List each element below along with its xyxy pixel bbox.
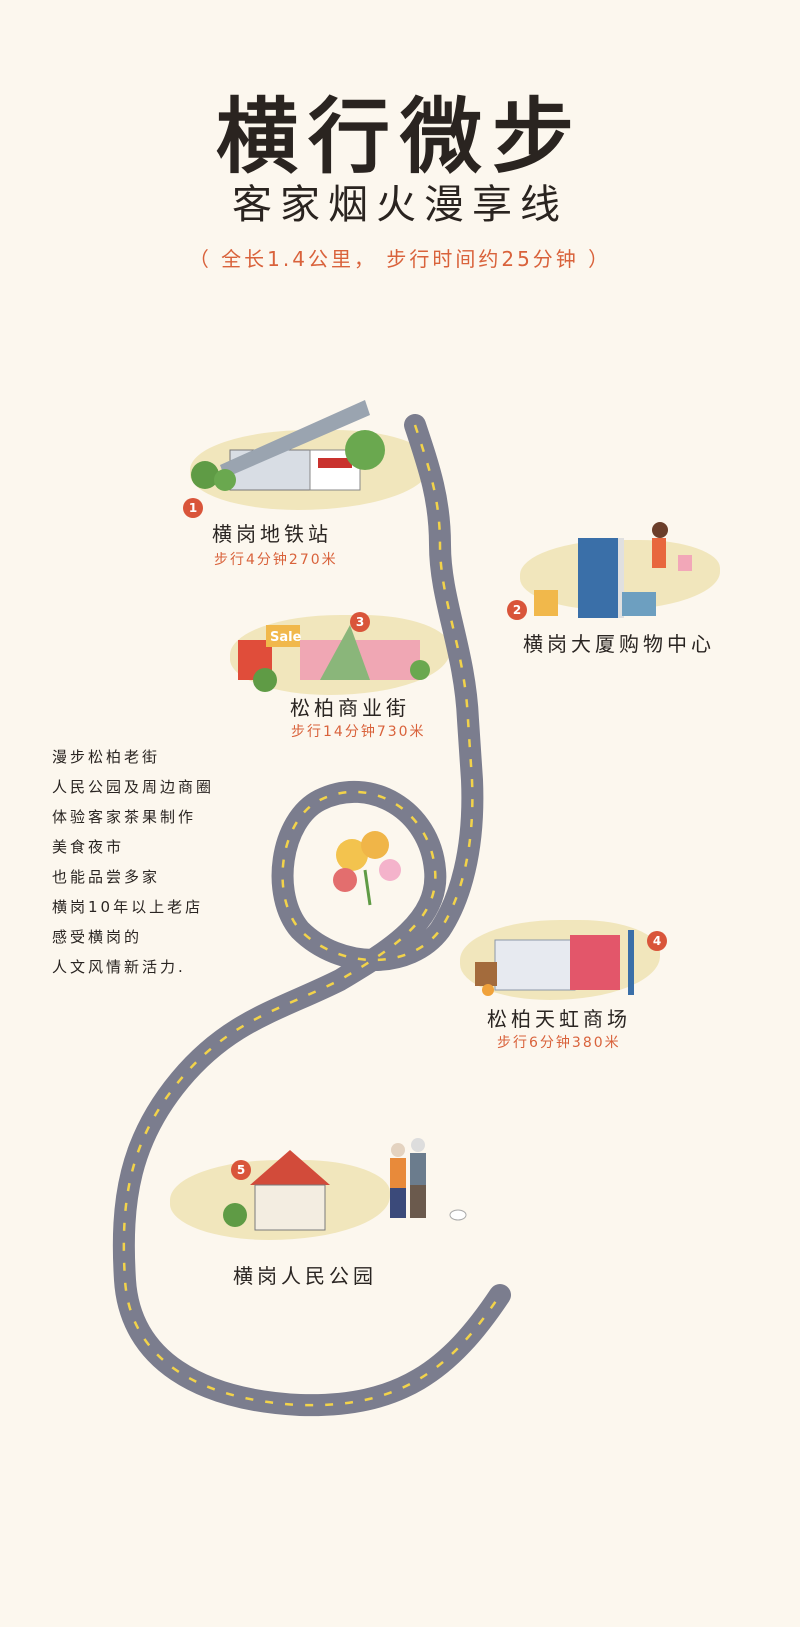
- description-line: 漫步松柏老街: [52, 748, 161, 766]
- route-info: （ 全长1.4公里， 步行时间约25分钟 ）: [188, 247, 612, 271]
- stop-name-plaza[interactable]: 横岗大厦购物中心: [523, 632, 715, 656]
- poster-title: 横行微步: [215, 90, 584, 185]
- description-line: 人文风情新活力.: [52, 958, 186, 976]
- description-line: 横岗10年以上老店: [52, 898, 204, 916]
- road-dashes: [122, 424, 502, 1407]
- stop-name-street[interactable]: 松柏商业街: [290, 696, 410, 720]
- description-line: 感受横岗的: [52, 928, 143, 946]
- stop-badge-4: 4: [647, 931, 667, 951]
- commercial-street-illustration: Sale: [238, 625, 430, 692]
- shopping-tower-illustration: [534, 522, 692, 618]
- flower-illustration: [333, 831, 401, 906]
- description-line: 也能品尝多家: [52, 868, 161, 886]
- park-illustration: [223, 1138, 467, 1231]
- stop-name-mall[interactable]: 松柏天虹商场: [487, 1007, 631, 1031]
- stop-name-park[interactable]: 横岗人民公园: [233, 1264, 377, 1288]
- walk-info-1: 步行4分钟270米: [214, 552, 338, 568]
- description-line: 体验客家茶果制作: [52, 808, 197, 826]
- walk-info-4: 步行6分钟380米: [497, 1035, 621, 1051]
- stop-name-metro[interactable]: 横岗地铁站: [212, 522, 332, 546]
- stop-badge-1: 1: [183, 498, 203, 518]
- stop-badge-2: 2: [507, 600, 527, 620]
- metro-station-illustration: [191, 400, 385, 491]
- description-line: 人民公园及周边商圈: [52, 778, 215, 796]
- mall-illustration: [475, 930, 634, 996]
- sale-sign: Sale: [270, 630, 302, 645]
- stop-badge-5: 5: [231, 1160, 251, 1180]
- poster-subtitle: 客家烟火漫享线: [232, 182, 568, 228]
- description-line: 美食夜市: [52, 838, 125, 856]
- route-description: 漫步松柏老街 人民公园及周边商圈 体验客家茶果制作 美食夜市 也能品尝多家 横岗…: [52, 742, 214, 982]
- stop-badge-3: 3: [350, 612, 370, 632]
- walk-info-3: 步行14分钟730米: [291, 724, 426, 740]
